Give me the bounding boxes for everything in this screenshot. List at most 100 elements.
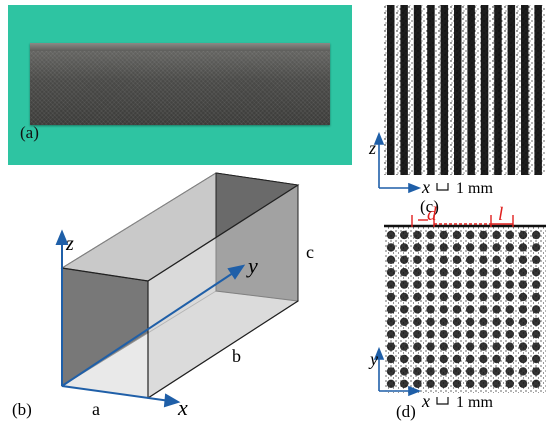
dot (400, 243, 409, 252)
dot (413, 292, 422, 302)
dot (466, 292, 475, 302)
dot (532, 305, 541, 314)
edge-c-label: c (306, 242, 314, 262)
dot (479, 354, 488, 364)
panel-c-axis-z: z (368, 138, 376, 158)
dot (426, 292, 435, 302)
dot (452, 255, 462, 264)
dot (400, 330, 409, 339)
dot (466, 268, 475, 277)
dot (413, 342, 422, 351)
sample-photo: (a) (8, 5, 352, 165)
stripe (454, 5, 462, 175)
d-scale-bar (436, 397, 449, 405)
dot (505, 379, 514, 388)
dot (439, 342, 448, 351)
dot (439, 243, 448, 252)
dot (518, 305, 528, 314)
dot (479, 330, 488, 339)
stripe (400, 5, 408, 175)
dot (413, 305, 422, 314)
c-x-axis-arrow (408, 182, 422, 194)
dot (386, 230, 396, 240)
dot (413, 230, 422, 240)
box-bottom-edge (147, 300, 299, 399)
panel-c-scale: 1 mm (456, 180, 493, 197)
dimension-d-label: d (427, 205, 437, 225)
dot (505, 268, 514, 277)
dot (532, 292, 541, 302)
dot (452, 379, 462, 388)
dot (386, 317, 396, 326)
dot (532, 268, 541, 277)
dot (413, 317, 422, 326)
dot (466, 230, 475, 240)
dot (439, 330, 448, 339)
panel-d-axis-x: x (421, 391, 430, 411)
dot (479, 280, 488, 289)
dot (466, 305, 475, 314)
dot-pattern-figure: d l y x 1 mm (d) (368, 205, 546, 421)
dot (466, 243, 475, 252)
dot (518, 230, 528, 240)
dot (466, 280, 475, 289)
dot (400, 255, 409, 264)
dot (492, 367, 501, 376)
dot (466, 367, 475, 376)
z-axis-arrow (55, 229, 69, 245)
dot (426, 243, 435, 252)
dot (386, 255, 396, 264)
dot (479, 230, 488, 240)
dot-group (386, 230, 541, 388)
dot (426, 268, 435, 277)
dot (413, 280, 422, 289)
dot (413, 268, 422, 277)
dot (439, 255, 448, 264)
dot (452, 317, 462, 326)
dot (452, 292, 462, 302)
panel-b-axis-x: x (177, 395, 188, 420)
dot (426, 342, 435, 351)
stripe (440, 5, 449, 175)
dot (386, 280, 396, 289)
dot (492, 243, 501, 252)
dot (452, 305, 462, 314)
panel-b-label: (b) (12, 400, 32, 419)
d-x-axis-arrow (408, 385, 422, 397)
dot (400, 317, 409, 326)
dot (518, 317, 528, 326)
dot (413, 379, 422, 388)
x-axis-line (61, 385, 171, 402)
c-scale-bar (436, 183, 449, 191)
stripe (413, 5, 422, 175)
dot (492, 292, 501, 302)
dot (518, 379, 528, 388)
dot (466, 255, 475, 264)
dot (518, 367, 528, 376)
dot (505, 305, 514, 314)
dot (439, 354, 448, 364)
stripe (521, 5, 529, 175)
panel-a-label: (a) (20, 123, 39, 142)
dot (492, 230, 501, 240)
dot (492, 268, 501, 277)
dot (466, 342, 475, 351)
dot (439, 305, 448, 314)
dot (505, 354, 514, 364)
dot (479, 367, 488, 376)
dot (518, 255, 528, 264)
panel-c-axis-x: x (421, 177, 430, 197)
dot (452, 367, 462, 376)
dot (532, 354, 541, 364)
dot (400, 230, 409, 240)
dot (426, 330, 435, 339)
dot (386, 330, 396, 339)
dot (466, 330, 475, 339)
dot (413, 243, 422, 252)
dot (400, 379, 409, 388)
stripe (480, 5, 489, 175)
dot (492, 330, 501, 339)
dot (505, 243, 514, 252)
dot (439, 317, 448, 326)
stripe (467, 5, 475, 175)
